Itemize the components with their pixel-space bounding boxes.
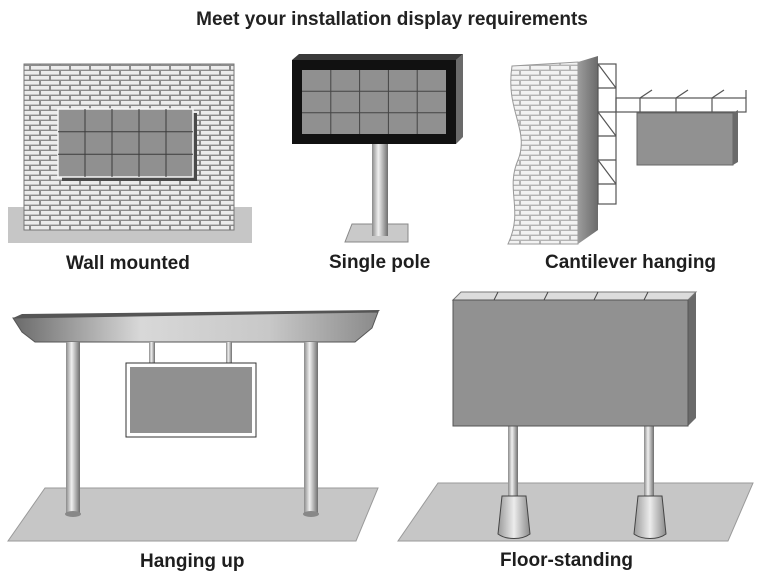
led-panel <box>302 70 446 134</box>
pole <box>372 140 388 236</box>
left-leg <box>508 424 518 506</box>
led-panel <box>130 367 252 433</box>
left-foot <box>497 495 531 539</box>
panel-side <box>733 110 738 165</box>
page-title: Meet your installation display requireme… <box>196 9 588 30</box>
wall-side-face <box>578 56 598 244</box>
caption-floor-standing: Floor-standing <box>500 550 633 571</box>
billboard-side <box>456 54 463 144</box>
right-column <box>304 342 318 514</box>
brick-wall-fragment <box>507 61 579 245</box>
horizontal-truss <box>615 89 747 113</box>
panel-side <box>688 292 696 426</box>
single-pole-illustration <box>292 54 463 243</box>
hanger-rod-left <box>149 342 155 364</box>
hanger-rod-right <box>226 342 232 364</box>
led-panel <box>57 108 194 178</box>
floor-standing-illustration <box>397 291 754 542</box>
caption-wall-mounted: Wall mounted <box>66 253 190 274</box>
caption-cantilever-hanging: Cantilever hanging <box>545 252 717 273</box>
led-panel <box>636 112 734 166</box>
canopy-roof-edge <box>13 310 380 318</box>
caption-single-pole: Single pole <box>329 252 431 273</box>
ground-plane <box>7 487 379 542</box>
billboard-top <box>292 54 463 60</box>
left-column <box>66 342 80 514</box>
right-foot <box>633 495 667 539</box>
caption-hanging-up: Hanging up <box>140 551 245 572</box>
hanging-up-illustration <box>7 310 380 542</box>
right-leg <box>644 424 654 506</box>
vertical-truss <box>597 63 617 205</box>
cantilever-hanging-illustration <box>507 56 747 245</box>
led-panel <box>452 299 689 427</box>
ground-plane <box>397 482 754 542</box>
wall-mounted-illustration <box>8 63 252 243</box>
panel-top <box>451 291 698 301</box>
